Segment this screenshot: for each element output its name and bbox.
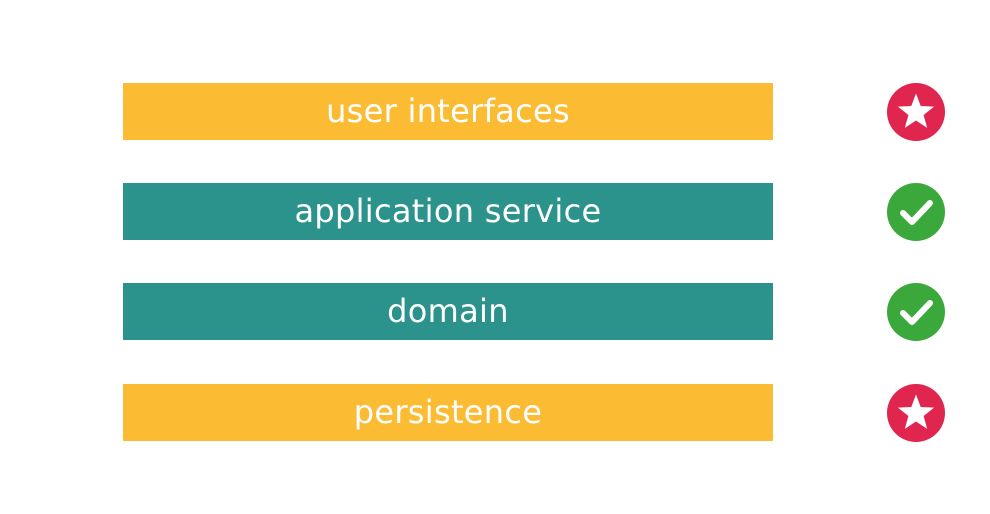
layer-label: domain: [387, 291, 509, 330]
layer-bar-user-interfaces: user interfaces: [123, 83, 773, 140]
check-icon: [887, 183, 945, 241]
check-icon: [887, 283, 945, 341]
star-icon: [887, 384, 945, 442]
layer-bar-domain: domain: [123, 283, 773, 340]
star-icon: [887, 83, 945, 141]
layer-bar-persistence: persistence: [123, 384, 773, 441]
layer-label: application service: [294, 191, 602, 230]
layer-bar-application-service: application service: [123, 183, 773, 240]
layer-label: user interfaces: [326, 91, 570, 130]
layer-label: persistence: [353, 392, 543, 431]
